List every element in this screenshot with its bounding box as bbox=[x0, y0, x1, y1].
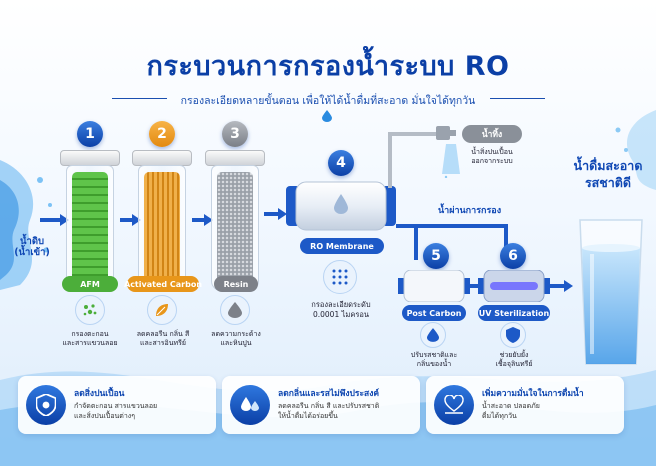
stage-3-desc-line1: ลดความกระด้าง bbox=[211, 330, 261, 338]
stage-3-number: 3 bbox=[222, 121, 248, 147]
stage-1-desc-line2: และสารแขวนลอย bbox=[62, 339, 118, 348]
waste-label-box: น้ำทิ้ง bbox=[462, 125, 522, 143]
inlet-label-line2: (น้ำเข้า) bbox=[14, 247, 50, 259]
benefit-card-1: ลดสิ่งปนเปื้อน กำจัดตะกอน สารแขวนลอย และ… bbox=[18, 376, 216, 434]
waste-label: น้ำทิ้ง bbox=[481, 130, 503, 140]
stage-3-desc-line2: และหินปูน bbox=[220, 339, 252, 348]
arrow-to-glass bbox=[550, 284, 566, 288]
left-water-splash bbox=[0, 160, 52, 290]
arrow-2-3-head bbox=[204, 214, 213, 226]
arrow-2-3 bbox=[192, 218, 206, 222]
stage-2-desc-line2: และสารอินทรีย์ bbox=[140, 339, 186, 348]
stage-5-desc: ปรับรสชาติและ กลิ่นของน้ำ bbox=[396, 351, 472, 370]
benefit-2-desc: ลดคลอรีน กลิ่น สี และปรับรสชาติ ให้น้ำดื… bbox=[278, 402, 379, 422]
arrow-1-2 bbox=[120, 218, 134, 222]
benefit-2-desc-line2: ให้น้ำดื่มได้อร่อยขึ้น bbox=[278, 411, 338, 420]
stage-2-filter bbox=[132, 150, 192, 295]
stage-5-number: 5 bbox=[423, 243, 449, 269]
waste-desc-line2: ออกจากระบบ bbox=[471, 157, 513, 166]
page-title: กระบวนการกรองน้ำระบบ RO bbox=[146, 51, 510, 82]
output-line1: น้ำดื่มสะอาด bbox=[573, 158, 643, 173]
stage-5-label: Post Carbon bbox=[402, 305, 466, 321]
stage-4-desc-line2: 0.0001 ไมครอน bbox=[312, 310, 370, 320]
arrow-to-glass-head bbox=[564, 280, 573, 292]
waste-desc: น้ำสิ่งปนเปื้อน ออกจากระบบ bbox=[460, 148, 524, 167]
stage-3-desc: ลดความกระด้าง และหินปูน bbox=[198, 330, 274, 349]
stage-6-label: UV Sterilization bbox=[478, 305, 550, 321]
stage-2-desc-line1: ลดคลอรีน กลิ่น สี bbox=[136, 330, 190, 338]
arrow-1-2-head bbox=[132, 214, 141, 226]
waste-desc-line1: น้ำสิ่งปนเปื้อน bbox=[471, 148, 513, 156]
subtitle-line-left bbox=[112, 98, 167, 99]
benefit-3-desc: น้ำสะอาด ปลอดภัย ดื่มได้ทุกวัน bbox=[482, 402, 540, 422]
inlet-label: น้ำดิบ (น้ำเข้า) bbox=[10, 236, 54, 259]
leaf-icon bbox=[147, 295, 177, 325]
benefit-card-2: ลดกลิ่นและรสไม่พึงประสงค์ ลดคลอรีน กลิ่น… bbox=[222, 376, 420, 434]
stage-5-desc-line2: กลิ่นของน้ำ bbox=[416, 360, 452, 369]
benefit-3-desc-line1: น้ำสะอาด ปลอดภัย bbox=[482, 402, 540, 410]
benefit-1-desc-line2: และสิ่งปนเปื้อนต่างๆ bbox=[74, 411, 135, 420]
inlet-label-line1: น้ำดิบ bbox=[19, 236, 45, 247]
membrane-dots-icon bbox=[323, 260, 357, 294]
permeate-pipe bbox=[396, 224, 508, 260]
stage-6-number: 6 bbox=[500, 243, 526, 269]
stage-3-label: Resin bbox=[214, 276, 258, 292]
inlet-arrow bbox=[40, 218, 62, 222]
inlet-arrow-head bbox=[60, 214, 69, 226]
ro-membrane-housing bbox=[286, 181, 396, 231]
benefit-3-desc-line2: ดื่มได้ทุกวัน bbox=[482, 411, 517, 420]
stage-5-desc-line1: ปรับรสชาติและ bbox=[410, 351, 458, 359]
benefit-3-title: เพิ่มความมั่นใจในการดื่มน้ำ bbox=[482, 389, 584, 399]
top-right-splash bbox=[615, 110, 656, 190]
stage-2-number: 2 bbox=[149, 121, 175, 147]
page-subtitle: กรองละเอียดหลายขั้นตอน เพื่อให้ได้น้ำดื่… bbox=[180, 95, 476, 107]
benefit-2-title: ลดกลิ่นและรสไม่พึงประสงค์ bbox=[278, 389, 380, 399]
stage-1-number: 1 bbox=[77, 121, 103, 147]
stage-6-desc: ช่วยยับยั้ง เชื้อจุลินทรีย์ bbox=[476, 351, 552, 370]
stage-1-desc-line1: กรองตะกอน bbox=[71, 330, 109, 338]
stage-2-label: Activated Carbon bbox=[124, 276, 202, 292]
uv-sterilizer bbox=[478, 270, 550, 302]
permeate-label: น้ำผ่านการกรอง bbox=[438, 206, 502, 216]
waste-pipe bbox=[388, 126, 456, 188]
shield-virus-icon bbox=[26, 385, 66, 425]
drop-icon bbox=[220, 295, 250, 325]
arrow-5-6 bbox=[470, 284, 480, 288]
benefit-1-title: ลดสิ่งปนเปื้อน bbox=[74, 389, 125, 399]
drops-icon bbox=[230, 385, 270, 425]
stage-1-label: AFM bbox=[62, 276, 118, 292]
water-glass bbox=[579, 219, 643, 365]
stage-6-desc-line1: ช่วยยับยั้ง bbox=[499, 351, 529, 359]
stage-4-number: 4 bbox=[328, 150, 354, 176]
arrow-3-4-head bbox=[278, 208, 287, 220]
stage-6-desc-line2: เชื้อจุลินทรีย์ bbox=[495, 360, 533, 369]
subtitle-line-right bbox=[490, 98, 545, 99]
heart-hand-icon bbox=[434, 385, 474, 425]
output-label: น้ำดื่มสะอาด รสชาติดี bbox=[560, 158, 656, 192]
water-drop-icon bbox=[322, 110, 332, 122]
benefit-2-desc-line1: ลดคลอรีน กลิ่น สี และปรับรสชาติ bbox=[278, 402, 380, 410]
stage-4-desc: กรองละเอียดระดับ 0.0001 ไมครอน bbox=[298, 300, 384, 320]
sediment-icon bbox=[75, 295, 105, 325]
post-carbon-filter bbox=[398, 270, 470, 302]
stage-1-filter bbox=[60, 150, 120, 295]
stage-1-desc: กรองตะกอน และสารแขวนลอย bbox=[52, 330, 128, 349]
benefit-1-desc: กำจัดตะกอน สารแขวนลอย และสิ่งปนเปื้อนต่า… bbox=[74, 402, 157, 422]
stage-4-label: RO Membrane bbox=[300, 238, 384, 254]
waste-water-drops bbox=[442, 144, 460, 178]
output-line2: รสชาติดี bbox=[584, 174, 632, 190]
stage-4-desc-line1: กรองละเอียดระดับ bbox=[311, 300, 371, 309]
stage-2-desc: ลดคลอรีน กลิ่น สี และสารอินทรีย์ bbox=[124, 330, 202, 349]
stage-3-filter bbox=[205, 150, 265, 295]
benefit-1-desc-line1: กำจัดตะกอน สารแขวนลอย bbox=[74, 402, 158, 410]
arrow-3-4 bbox=[264, 212, 280, 216]
taste-drop-icon bbox=[420, 322, 446, 348]
shield-icon bbox=[500, 322, 526, 348]
benefit-card-3: เพิ่มความมั่นใจในการดื่มน้ำ น้ำสะอาด ปลอ… bbox=[426, 376, 624, 434]
